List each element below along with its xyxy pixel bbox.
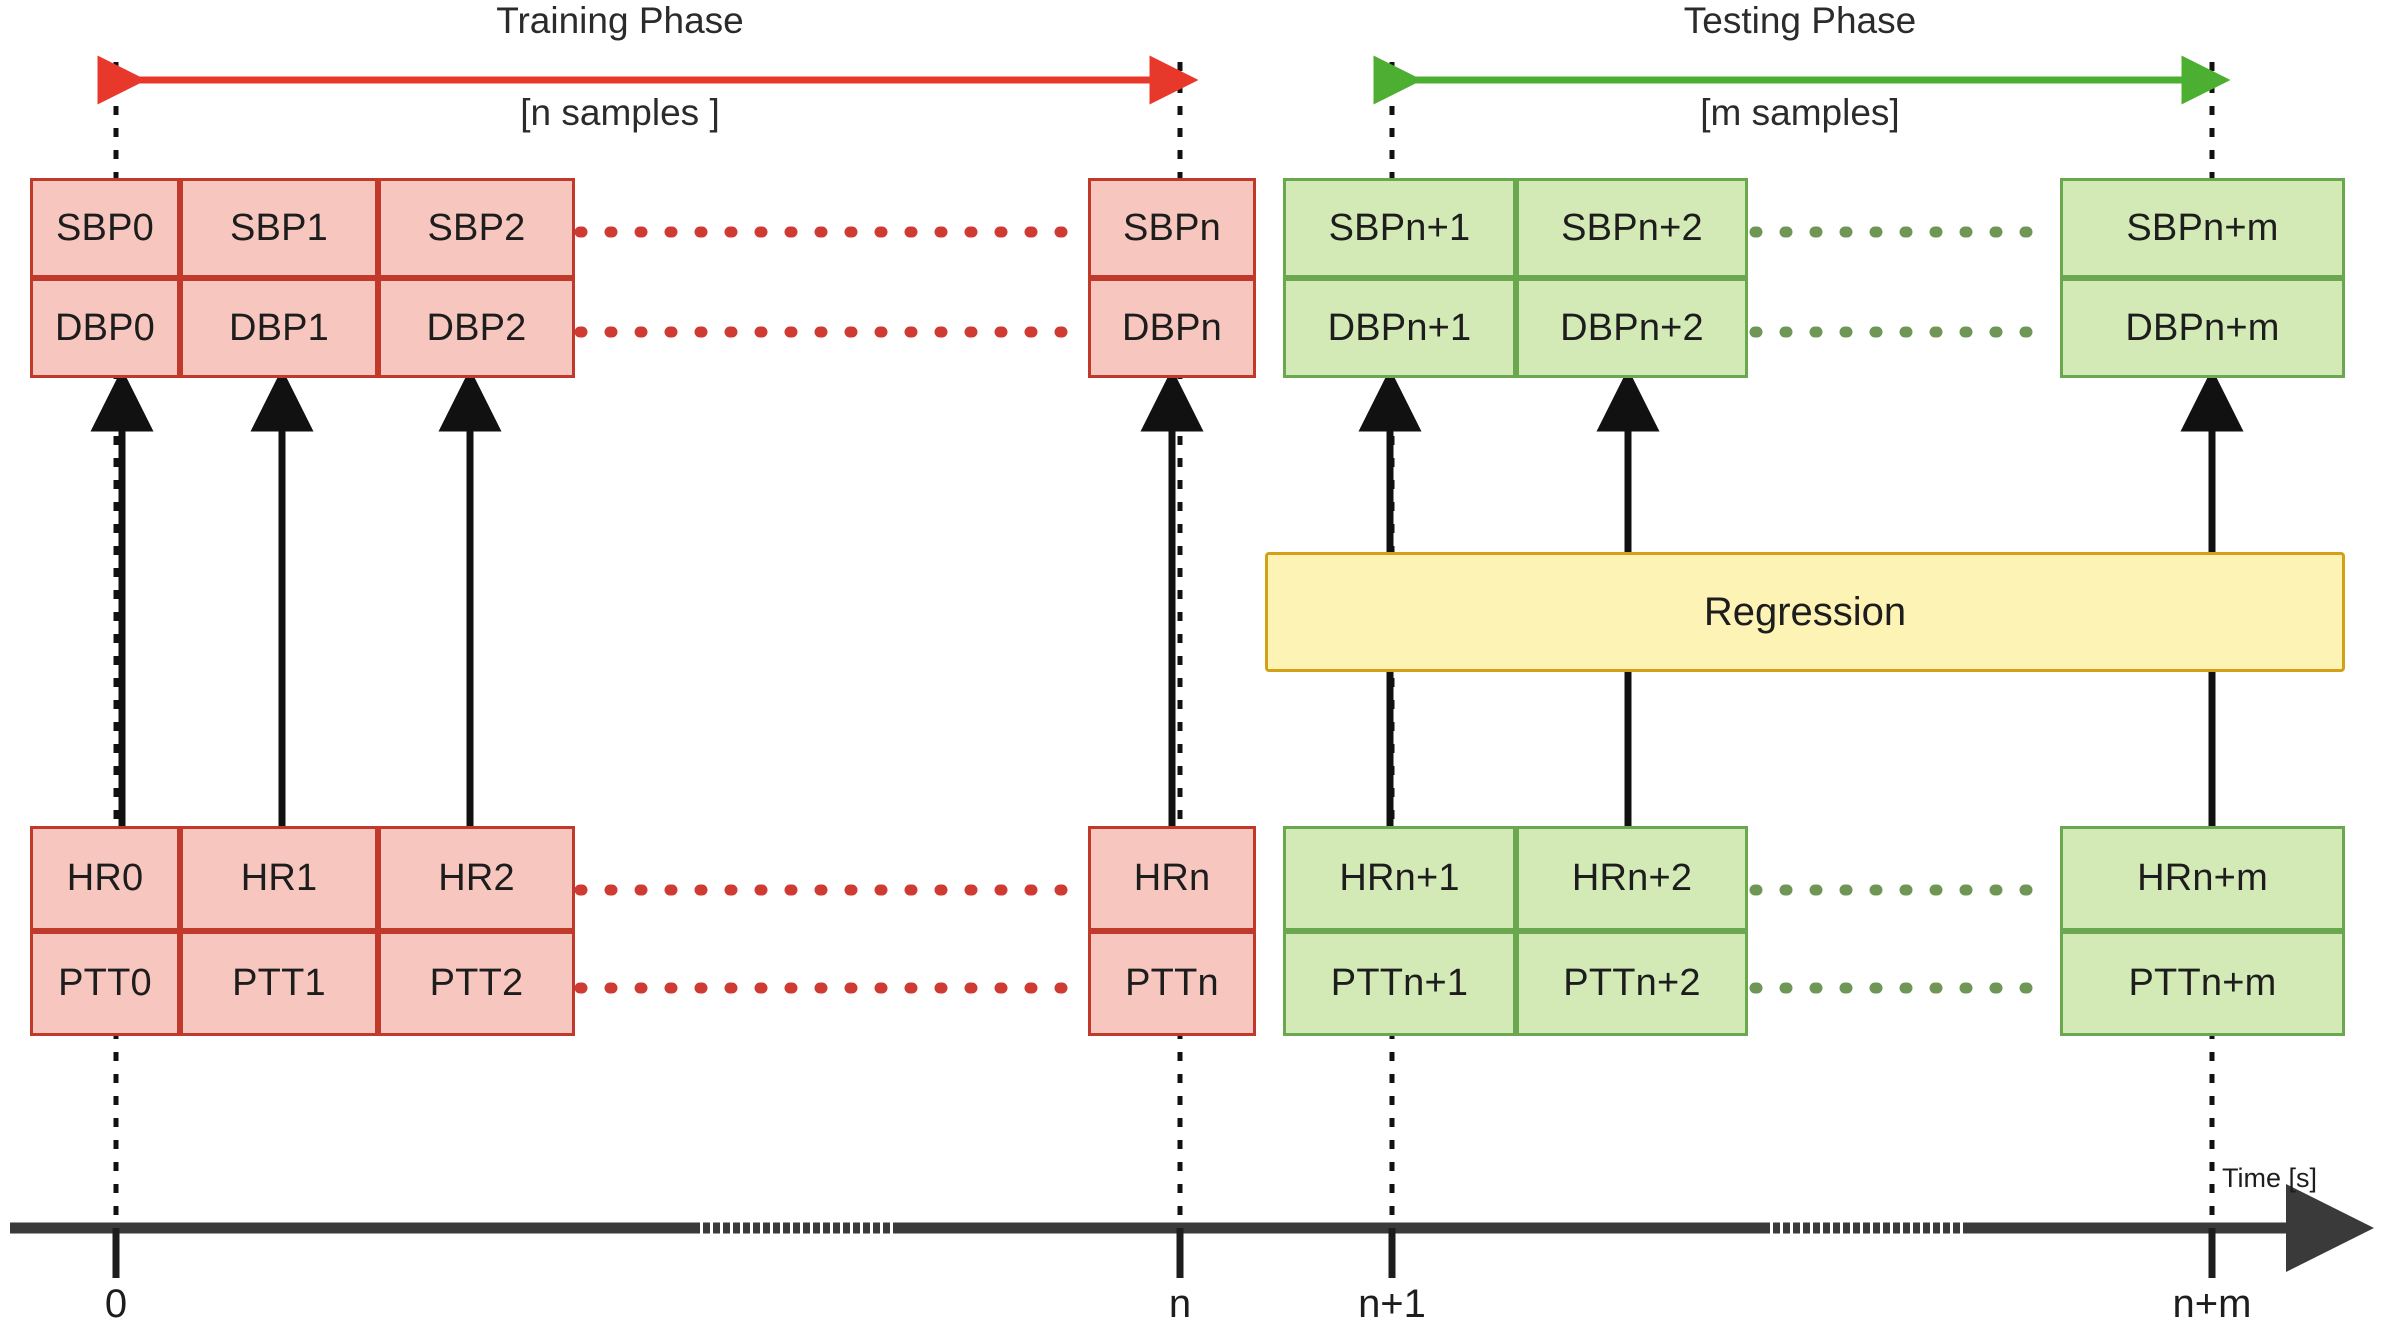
regression-to-testing-output-group bbox=[1358, 368, 2244, 552]
dbp-row: DBPn+m bbox=[2060, 278, 2345, 378]
hr-row: HRn bbox=[1088, 826, 1256, 931]
output-block-testing-end: SBPn+m DBPn+m bbox=[2060, 178, 2345, 378]
ptt-row: PTTn bbox=[1088, 931, 1256, 1036]
cell-hrn1[interactable]: HRn+1 bbox=[1283, 826, 1516, 931]
cell-dbpn1[interactable]: DBPn+1 bbox=[1283, 278, 1516, 378]
output-block-testing-start: SBPn+1 SBPn+2 DBPn+1 DBPn+2 bbox=[1283, 178, 1748, 378]
training-phase-title: Training Phase bbox=[496, 0, 744, 41]
output-block-training-end: SBPn DBPn bbox=[1088, 178, 1256, 378]
time-axis-unit-label: Time [s] bbox=[2222, 1163, 2318, 1193]
cell-hr2[interactable]: HR2 bbox=[378, 826, 575, 931]
hr-row: HRn+m bbox=[2060, 826, 2345, 931]
hr-row: HRn+1 HRn+2 bbox=[1283, 826, 1748, 931]
cell-hr0[interactable]: HR0 bbox=[30, 826, 180, 931]
sbp-row: SBP0 SBP1 SBP2 bbox=[30, 178, 575, 278]
cell-sbpn[interactable]: SBPn bbox=[1088, 178, 1256, 278]
sbp-row: SBPn+m bbox=[2060, 178, 2345, 278]
axis-tick-label-0: 0 bbox=[104, 1282, 128, 1326]
cell-dbp1[interactable]: DBP1 bbox=[180, 278, 378, 378]
axis-tick-label-n-plus-1: n+1 bbox=[1358, 1282, 1426, 1326]
training-ellipsis-lines bbox=[574, 226, 1091, 994]
cell-hrn[interactable]: HRn bbox=[1088, 826, 1256, 931]
dbp-row: DBPn+1 DBPn+2 bbox=[1283, 278, 1748, 378]
sbp-row: SBPn+1 SBPn+2 bbox=[1283, 178, 1748, 278]
testing-phase-subtitle: [m samples] bbox=[1700, 92, 1900, 133]
cell-pttnm[interactable]: PTTn+m bbox=[2060, 931, 2345, 1036]
cell-hrn2[interactable]: HRn+2 bbox=[1516, 826, 1748, 931]
testing-phase-title: Testing Phase bbox=[1683, 0, 1917, 41]
regression-label: Regression bbox=[1703, 589, 1907, 634]
hr-row: HR0 HR1 HR2 bbox=[30, 826, 575, 931]
regression-box[interactable]: Regression bbox=[1265, 552, 2345, 672]
ptt-row: PTTn+m bbox=[2060, 931, 2345, 1036]
sbp-row: SBPn bbox=[1088, 178, 1256, 278]
cell-dbp0[interactable]: DBP0 bbox=[30, 278, 180, 378]
cell-hr1[interactable]: HR1 bbox=[180, 826, 378, 931]
dbp-row: DBP0 DBP1 DBP2 bbox=[30, 278, 575, 378]
cell-sbp1[interactable]: SBP1 bbox=[180, 178, 378, 278]
cell-ptt1[interactable]: PTT1 bbox=[180, 931, 378, 1036]
cell-pttn[interactable]: PTTn bbox=[1088, 931, 1256, 1036]
training-feature-arrow-group bbox=[90, 368, 1204, 826]
cell-sbp2[interactable]: SBP2 bbox=[378, 178, 575, 278]
axis-tick-label-n-plus-m: n+m bbox=[2172, 1282, 2252, 1326]
cell-dbpn[interactable]: DBPn bbox=[1088, 278, 1256, 378]
cell-pttn2[interactable]: PTTn+2 bbox=[1516, 931, 1748, 1036]
cell-sbpn1[interactable]: SBPn+1 bbox=[1283, 178, 1516, 278]
ptt-row: PTTn+1 PTTn+2 bbox=[1283, 931, 1748, 1036]
cell-dbpnm[interactable]: DBPn+m bbox=[2060, 278, 2345, 378]
axis-tick-label-n: n bbox=[1168, 1282, 1192, 1326]
cell-ptt2[interactable]: PTT2 bbox=[378, 931, 575, 1036]
testing-input-to-regression-group bbox=[1386, 672, 2216, 826]
input-block-training-start: HR0 HR1 HR2 PTT0 PTT1 PTT2 bbox=[30, 826, 575, 1036]
cell-sbp0[interactable]: SBP0 bbox=[30, 178, 180, 278]
dbp-row: DBPn bbox=[1088, 278, 1256, 378]
cell-ptt0[interactable]: PTT0 bbox=[30, 931, 180, 1036]
cell-pttn1[interactable]: PTTn+1 bbox=[1283, 931, 1516, 1036]
training-phase-subtitle: [n samples ] bbox=[520, 92, 720, 133]
cell-hrnm[interactable]: HRn+m bbox=[2060, 826, 2345, 931]
input-block-training-end: HRn PTTn bbox=[1088, 826, 1256, 1036]
ptt-row: PTT0 PTT1 PTT2 bbox=[30, 931, 575, 1036]
cell-dbp2[interactable]: DBP2 bbox=[378, 278, 575, 378]
cell-sbpn2[interactable]: SBPn+2 bbox=[1516, 178, 1748, 278]
output-block-training-start: SBP0 SBP1 SBP2 DBP0 DBP1 DBP2 bbox=[30, 178, 575, 378]
time-axis-tick-group bbox=[112, 1228, 2216, 1278]
input-block-testing-start: HRn+1 HRn+2 PTTn+1 PTTn+2 bbox=[1283, 826, 1748, 1036]
cell-sbpnm[interactable]: SBPn+m bbox=[2060, 178, 2345, 278]
input-block-testing-end: HRn+m PTTn+m bbox=[2060, 826, 2345, 1036]
cell-dbpn2[interactable]: DBPn+2 bbox=[1516, 278, 1748, 378]
